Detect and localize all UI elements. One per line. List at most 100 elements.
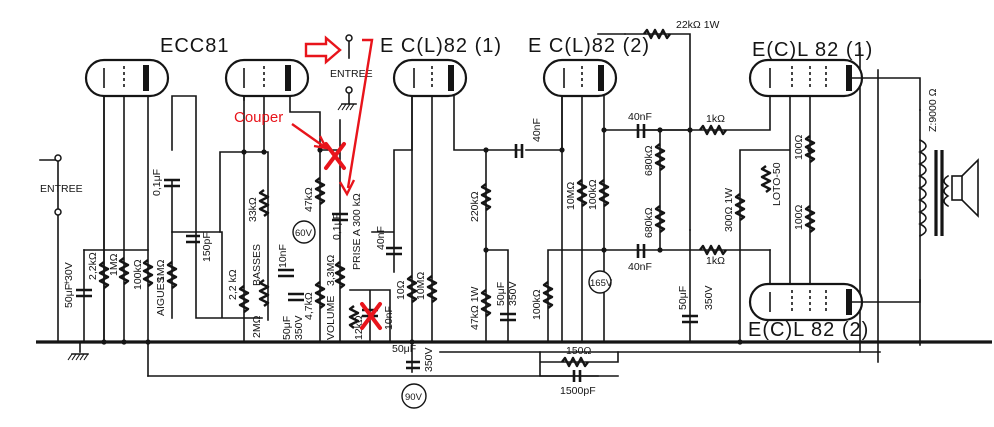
red-couper-arrow — [291, 123, 329, 150]
pot-aigues — [166, 261, 178, 289]
cap-40nf-a — [386, 246, 402, 256]
svg-text:+: + — [64, 278, 70, 289]
label-300-1w: 300Ω 1W — [723, 188, 735, 232]
cap-50uf-30v: + — [64, 278, 92, 298]
label-10nf-b: 10nF — [277, 244, 289, 268]
red-arrow-icon — [304, 35, 342, 65]
label-350v-b: 350V — [293, 315, 305, 340]
label-entree-top: ENTREE — [330, 68, 373, 80]
resistor-100k-b — [542, 281, 554, 309]
tube-ecl82-out-1 — [748, 58, 864, 98]
label-150: 150Ω — [566, 345, 592, 357]
resistor-100k-c — [598, 179, 610, 207]
label-150pf: 150pF — [201, 232, 213, 262]
resistor-10ohm — [406, 275, 418, 303]
red-x-cut-icon — [324, 142, 346, 170]
voltage-165v: 165V — [588, 270, 613, 294]
output-transformer — [918, 138, 950, 238]
resistor-1m-a — [118, 257, 130, 285]
resistor-4k7-b — [314, 281, 326, 309]
resistor-680k-1 — [654, 143, 666, 171]
label-10ohm: 10Ω — [395, 280, 407, 300]
tube-ecl82-out-2 — [748, 282, 864, 322]
title-ecl82-out-1: E(C)L 82 (1) — [752, 39, 873, 61]
label-10m-b: 10MΩ — [565, 182, 577, 210]
resistor-2k2 — [98, 261, 110, 289]
label-40nf-b: 40nF — [531, 118, 543, 142]
label-1k-1: 1kΩ — [706, 113, 725, 125]
speaker-icon — [951, 158, 979, 218]
resistor-33k — [258, 189, 270, 217]
cap-1500pf — [572, 370, 582, 382]
label-1500pf: 1500pF — [560, 385, 596, 397]
label-50uf-c: 50μF — [495, 282, 507, 306]
ground-symbol-left — [67, 341, 89, 361]
label-50uf-b: 50μF — [281, 316, 293, 340]
resistor-100k-a — [142, 259, 154, 287]
label-50uf-30v: 50μF 30V — [63, 262, 75, 308]
label-33k: 33kΩ — [247, 197, 259, 222]
label-47k: 47kΩ — [303, 187, 315, 212]
title-ecl82-1: E C(L)82 (1) — [380, 35, 502, 57]
resistor-220k — [480, 183, 492, 211]
label-1m-aigues: 1MΩ — [155, 259, 167, 282]
cap-50uf-350v-e — [406, 360, 420, 370]
label-100k-b: 100kΩ — [531, 289, 543, 320]
cap-40nf-d — [636, 244, 646, 258]
label-loto: LOTO-50 — [771, 162, 783, 206]
label-680k-2: 680kΩ — [643, 207, 655, 238]
pot-basses — [258, 279, 270, 307]
resistor-10m-b — [576, 179, 588, 207]
title-ecl82-2: E C(L)82 (2) — [528, 35, 650, 57]
label-40nf-d: 40nF — [628, 261, 652, 273]
label-2k2-b: 2,2 kΩ — [227, 269, 239, 300]
label-couper: Couper — [234, 109, 283, 126]
resistor-100-2 — [804, 205, 816, 233]
label-680k-1: 680kΩ — [643, 145, 655, 176]
label-22k-1w: 22kΩ 1W — [676, 19, 720, 31]
cap-40nf-b — [514, 144, 524, 158]
resistor-47k-1w — [480, 289, 492, 317]
label-aigues: AIGUES — [155, 276, 167, 316]
label-47k-1w: 47kΩ 1W — [469, 286, 481, 330]
input-left-jack-top — [54, 154, 62, 162]
resistor-680k-2 — [654, 205, 666, 233]
resistor-1k-1 — [699, 124, 727, 136]
pot-loto — [760, 165, 772, 193]
tube-ecc81-b — [224, 58, 310, 98]
cap-50uf-350v-d — [682, 314, 698, 324]
label-1m-a: 1MΩ — [108, 253, 120, 276]
cap-50uf-350v-c — [500, 312, 516, 322]
resistor-2k2-b — [238, 285, 250, 313]
resistor-47k — [314, 177, 326, 205]
label-50uf-e: 50μF — [392, 343, 416, 355]
svg-text:165V: 165V — [590, 278, 613, 289]
cap-150pf — [186, 234, 200, 244]
junction-dots — [101, 127, 813, 345]
resistor-22k-1w — [643, 28, 671, 40]
label-01uf-aigues: 0,1μF — [151, 169, 163, 196]
resistor-10m — [426, 275, 438, 303]
voltage-90v: 90V — [401, 383, 427, 409]
bus-hv-top — [624, 33, 691, 231]
svg-text:90V: 90V — [405, 392, 423, 403]
label-100k-c: 100kΩ — [587, 179, 599, 210]
cap-50uf-350v-b — [288, 292, 304, 302]
title-ecl82-out-2: E(C)L 82 (2) — [748, 319, 869, 341]
resistor-1k-2 — [699, 244, 727, 256]
label-350v-e: 350V — [423, 347, 435, 372]
label-12k: 12kΩ — [353, 315, 365, 340]
svg-text:60V: 60V — [295, 228, 313, 239]
label-350v-c: 350V — [507, 281, 519, 306]
entree-top-jack — [337, 34, 357, 111]
label-33m: 3,3MΩ — [325, 255, 337, 286]
title-ecc81: ECC81 — [160, 35, 229, 57]
label-10m: 10MΩ — [415, 272, 427, 300]
label-4k7-b: 4,7kΩ — [303, 292, 315, 320]
cap-40nf-c — [636, 124, 646, 138]
label-prise: PRISE A 300 kΩ — [351, 193, 363, 270]
label-100-2: 100Ω — [793, 204, 805, 230]
pot-volume — [334, 261, 346, 289]
label-40nf-c: 40nF — [628, 111, 652, 123]
